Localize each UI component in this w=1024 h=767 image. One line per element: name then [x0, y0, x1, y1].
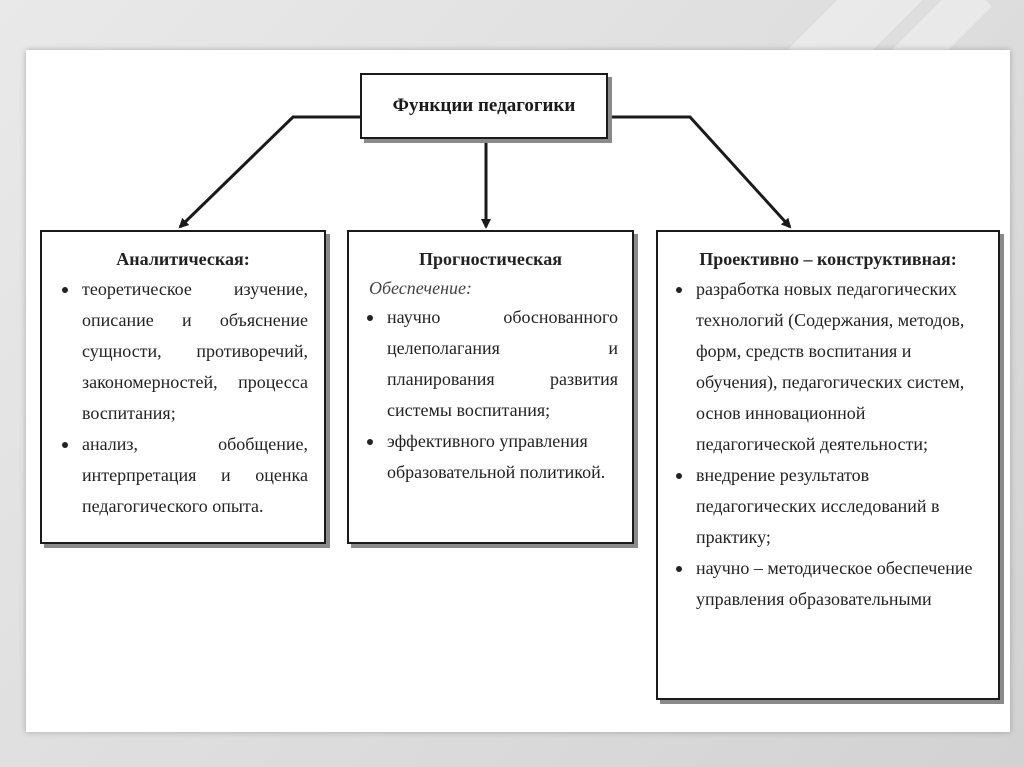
branch-items: теоретическое изучение, описание и объяс… [58, 274, 308, 522]
list-item: разработка новых педагогических технолог… [672, 274, 984, 460]
connector-left [178, 115, 360, 229]
branch-title: Аналитическая: [116, 249, 250, 269]
branch-items: научно обоснованного целеполагания и пла… [363, 302, 618, 488]
root-node: Функции педагогики [360, 73, 608, 139]
branch-subtitle: Обеспечение: [369, 278, 473, 298]
list-item: теоретическое изучение, описание и объяс… [58, 274, 308, 429]
branch-projective: Проективно – конструктивная: разработка … [656, 230, 1000, 700]
root-node-label: Функции педагогики [392, 95, 576, 116]
branch-title: Проективно – конструктивная: [699, 249, 957, 269]
branch-prognostic: Прогностическая Обеспечение: научно обос… [347, 230, 634, 544]
branch-items: разработка новых педагогических технолог… [672, 274, 984, 615]
list-item: эффективного управления образовательной … [363, 426, 618, 488]
branch-analytic: Аналитическая: теоретическое изучение, о… [40, 230, 326, 544]
list-item: научно – методическое обеспечение управл… [672, 553, 984, 615]
list-item: анализ, обобщение, интерпретация и оценк… [58, 429, 308, 522]
branch-title: Прогностическая [419, 249, 562, 269]
list-item: внедрение результатов педагогических исс… [672, 460, 984, 553]
connector-right [608, 115, 792, 229]
list-item: научно обоснованного целеполагания и пла… [363, 302, 618, 426]
